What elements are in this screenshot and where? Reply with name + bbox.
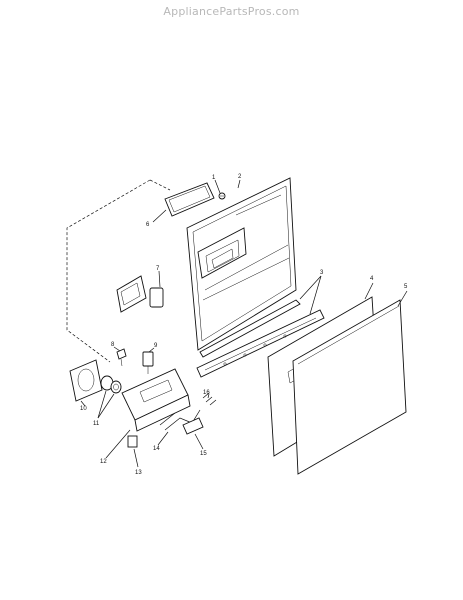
door-hinge-strip[interactable] bbox=[199, 299, 301, 358]
callout-6: 6 bbox=[146, 222, 150, 228]
callout-11: 11 bbox=[93, 421, 100, 427]
control-housing[interactable] bbox=[121, 368, 191, 432]
callout-12: 12 bbox=[100, 459, 107, 465]
watermark-text: AppliancePartsPros.com bbox=[163, 5, 300, 18]
callout-16: 16 bbox=[203, 390, 210, 396]
callout-4: 4 bbox=[370, 276, 374, 282]
knob-bezel[interactable] bbox=[69, 359, 103, 402]
callout-9: 9 bbox=[154, 343, 158, 349]
door-gasket[interactable] bbox=[164, 182, 215, 217]
screw[interactable] bbox=[218, 192, 226, 200]
door-switch[interactable] bbox=[142, 351, 154, 374]
callout-5: 5 bbox=[404, 284, 408, 290]
small-screw[interactable] bbox=[116, 348, 127, 367]
callout-7: 7 bbox=[156, 266, 160, 272]
terminal-pins[interactable] bbox=[202, 392, 217, 406]
rinse-aid-cap[interactable] bbox=[116, 275, 164, 313]
outer-door-panel[interactable] bbox=[292, 299, 407, 475]
callout-1: 1 bbox=[212, 175, 216, 181]
callout-3: 3 bbox=[320, 270, 324, 276]
callout-2: 2 bbox=[238, 174, 242, 180]
callout-labels: 1 2 3 4 5 6 7 8 9 10 11 12 13 14 15 16 bbox=[80, 174, 408, 476]
callout-15: 15 bbox=[200, 451, 207, 457]
callout-14: 14 bbox=[153, 446, 160, 452]
callout-8: 8 bbox=[111, 342, 115, 348]
callout-13: 13 bbox=[135, 470, 142, 476]
knob-ring[interactable] bbox=[100, 375, 122, 394]
wire-harness[interactable] bbox=[159, 409, 201, 431]
door-bottom-trim[interactable] bbox=[196, 309, 325, 378]
inner-door-panel[interactable] bbox=[186, 177, 297, 351]
dispenser-housing[interactable] bbox=[197, 227, 247, 279]
callout-10: 10 bbox=[80, 406, 87, 412]
assembly-boundary-top bbox=[149, 179, 171, 191]
assembly-boundary bbox=[66, 179, 151, 363]
clip[interactable] bbox=[127, 435, 138, 448]
connector-block[interactable] bbox=[182, 417, 204, 435]
leader-lines bbox=[80, 179, 408, 468]
